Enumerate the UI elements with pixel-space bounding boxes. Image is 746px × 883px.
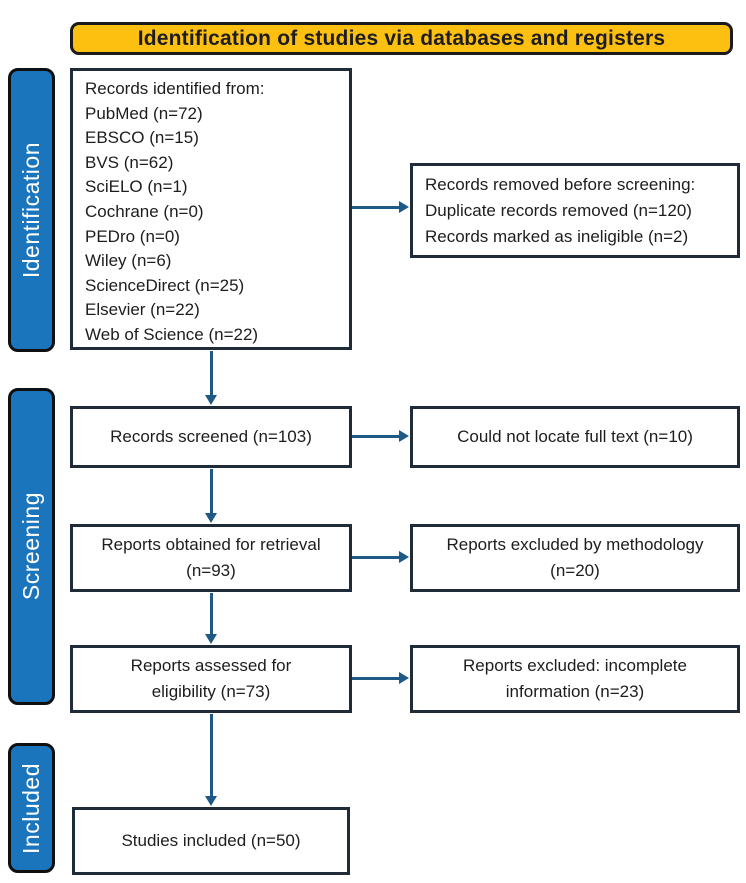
box-records-identified: Records identified from: PubMed (n=72) E… — [70, 68, 352, 350]
arrow-obtained-to-assessed — [205, 593, 217, 644]
phase-tab-identification: Identification — [8, 68, 55, 352]
box-full-text-not-located: Could not locate full text (n=10) — [410, 406, 740, 468]
arrow-screened-to-fulltext — [352, 430, 409, 442]
arrow-identified-to-screened — [205, 351, 217, 405]
arrow-identified-to-removed — [352, 201, 409, 213]
box-reports-excluded-incomplete: Reports excluded: incomplete information… — [410, 645, 740, 713]
phase-tab-screening-label: Screening — [18, 492, 44, 601]
arrow-assessed-to-incomplete — [352, 672, 409, 684]
diagram-title: Identification of studies via databases … — [137, 26, 666, 50]
box-reports-excluded-methodology: Reports excluded by methodology (n=20) — [410, 524, 740, 592]
phase-tab-identification-label: Identification — [18, 141, 44, 279]
arrow-assessed-to-included — [205, 714, 217, 806]
arrow-obtained-to-methodology — [352, 551, 409, 563]
phase-tab-included: Included — [8, 743, 55, 873]
box-reports-assessed: Reports assessed for eligibility (n=73) — [70, 645, 352, 713]
phase-tab-screening: Screening — [8, 388, 55, 705]
box-reports-obtained: Reports obtained for retrieval (n=93) — [70, 524, 352, 592]
phase-tab-included-label: Included — [18, 762, 44, 854]
arrow-screened-to-obtained — [205, 469, 217, 523]
box-records-screened: Records screened (n=103) — [70, 406, 352, 468]
box-studies-included: Studies included (n=50) — [72, 807, 350, 875]
diagram-title-banner: Identification of studies via databases … — [70, 22, 733, 55]
box-records-removed: Records removed before screening: Duplic… — [410, 163, 740, 258]
